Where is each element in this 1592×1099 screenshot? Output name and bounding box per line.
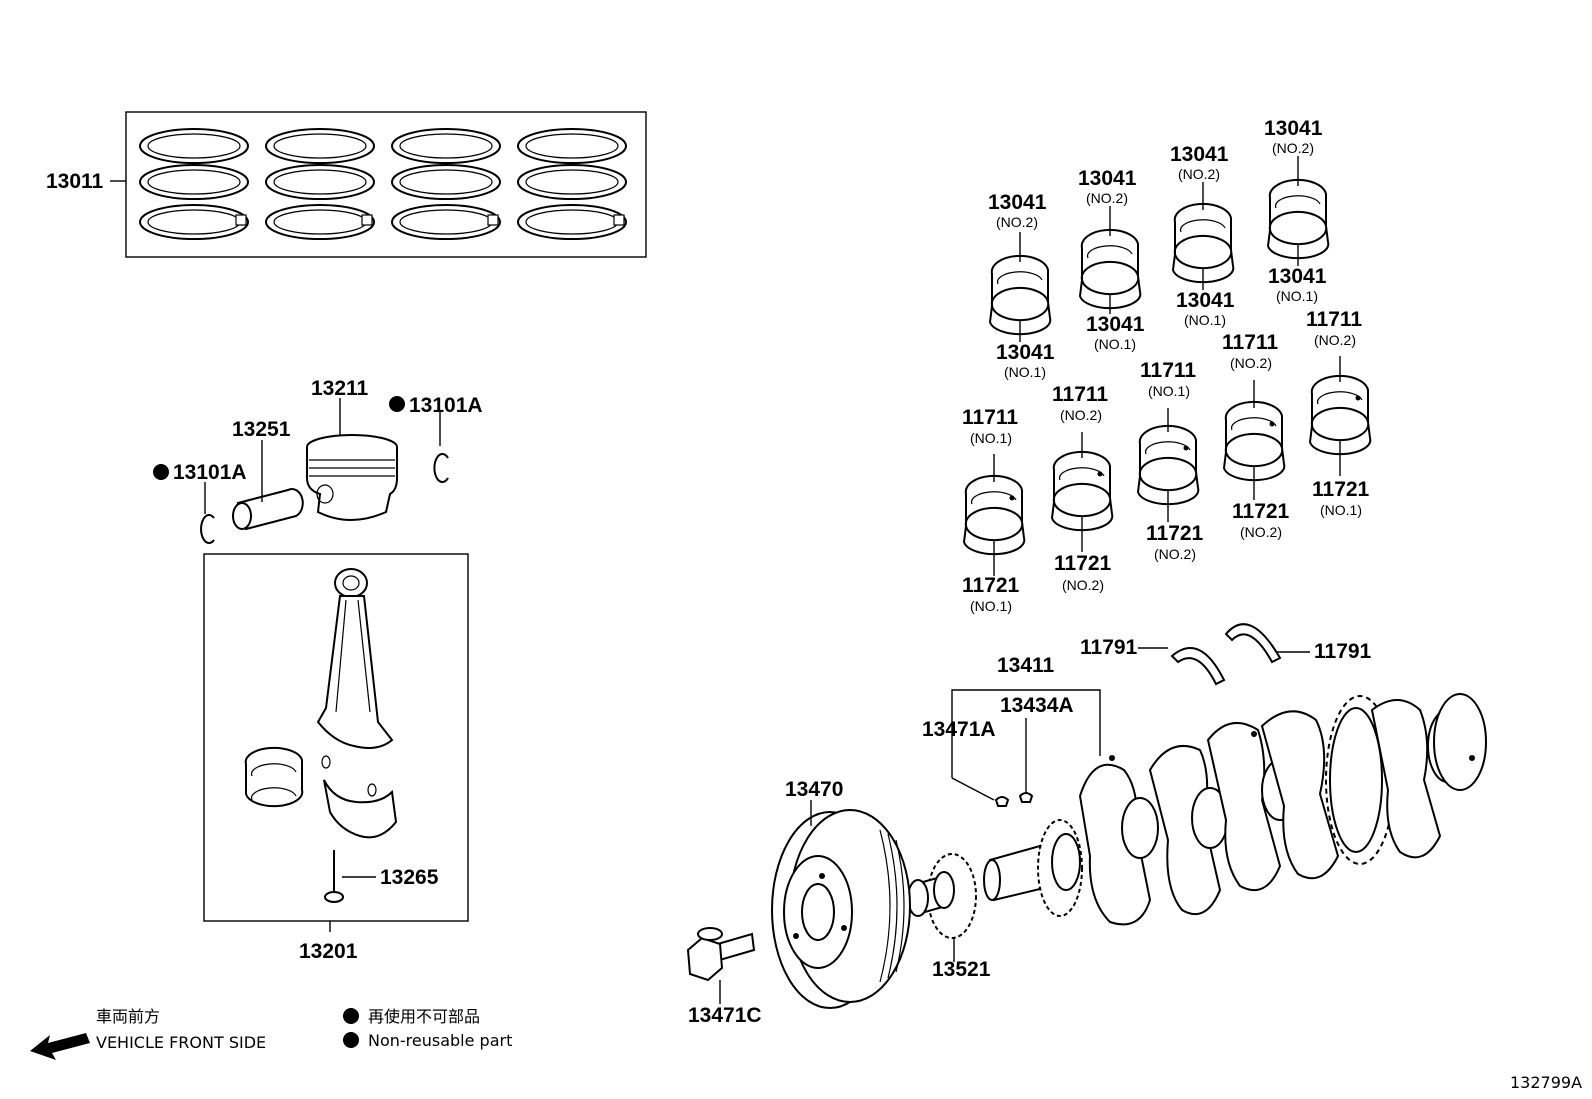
crankshaft[interactable] [983, 693, 1487, 926]
mb3-bottom-sub: (NO.2) [1154, 546, 1196, 562]
mb4-bottom: 11721 [1232, 500, 1290, 523]
label-conrod-assy: 13201 [299, 940, 358, 963]
rb1-top: 13041 [988, 191, 1047, 214]
legend-front-en: VEHICLE FRONT SIDE [96, 1033, 266, 1052]
conrod-bearing[interactable] [244, 746, 304, 808]
label-snap-ring-right: 13101A [409, 394, 483, 417]
piston-pin[interactable] [232, 488, 304, 531]
mb5-bottom: 11721 [1312, 478, 1370, 501]
main-bearing-3[interactable] [1137, 424, 1200, 506]
rb3-top-sub: (NO.2) [1178, 166, 1220, 182]
nonreusable-dot-right [389, 396, 405, 412]
legend-front-jp: 車両前方 [96, 1007, 160, 1026]
nonreusable-dot-left [153, 464, 169, 480]
label-snap-ring-left: 13101A [173, 461, 247, 484]
pulley-bolt[interactable] [686, 927, 756, 982]
mb3-top: 11711 [1140, 359, 1196, 382]
legend-nonreusable-jp: 再使用不可部品 [368, 1007, 480, 1026]
legend-dot-jp [343, 1008, 359, 1024]
mb4-top: 11711 [1222, 331, 1278, 354]
mb1-top-sub: (NO.1) [970, 430, 1012, 446]
rb4-top: 13041 [1264, 117, 1323, 140]
main-bearing-4[interactable] [1223, 400, 1286, 482]
mb2-top: 11711 [1052, 383, 1108, 406]
mb2-bottom: 11721 [1054, 552, 1112, 575]
label-piston: 13211 [311, 377, 369, 400]
label-thrust-left: 11791 [1080, 636, 1138, 659]
mb2-top-sub: (NO.2) [1060, 407, 1102, 423]
label-thrust-right: 11791 [1314, 640, 1372, 663]
label-ring-set: 13011 [46, 170, 104, 193]
rb3-bottom-sub: (NO.1) [1184, 312, 1226, 328]
rb4-bottom-sub: (NO.1) [1276, 288, 1318, 304]
diagram-id: 132799A [1510, 1073, 1582, 1092]
rb4-top-sub: (NO.2) [1272, 140, 1314, 156]
mb3-top-sub: (NO.1) [1148, 383, 1190, 399]
legend-nonreusable-en: Non-reusable part [368, 1031, 512, 1050]
label-rod-bolt: 13265 [380, 866, 439, 889]
main-bearing-5[interactable] [1309, 374, 1372, 456]
mb5-top-sub: (NO.2) [1314, 332, 1356, 348]
rb2-top: 13041 [1078, 167, 1137, 190]
main-bearing-2[interactable] [1051, 450, 1114, 532]
thrust-washer-right[interactable] [1224, 623, 1282, 664]
main-bearing-1[interactable] [963, 474, 1026, 556]
rb2-top-sub: (NO.2) [1086, 190, 1128, 206]
legend-dot-en [343, 1032, 359, 1048]
crankshaft-pulley[interactable] [771, 809, 911, 1009]
connecting-rod[interactable] [316, 568, 398, 839]
piston[interactable] [306, 434, 398, 521]
crankshaft-timing-sprocket[interactable] [907, 853, 977, 939]
piston-ring-set[interactable] [125, 111, 647, 258]
label-key-a: 13434A [1000, 694, 1074, 717]
rb1-top-sub: (NO.2) [996, 214, 1038, 230]
conrod-bolt[interactable] [324, 850, 344, 903]
thrust-washer-left[interactable] [1170, 647, 1226, 686]
rb3-top: 13041 [1170, 143, 1229, 166]
mb5-bottom-sub: (NO.1) [1320, 502, 1362, 518]
snap-ring-right[interactable] [433, 453, 449, 483]
mb2-bottom-sub: (NO.2) [1062, 577, 1104, 593]
mb3-bottom: 11721 [1146, 522, 1204, 545]
mb1-top: 11711 [962, 406, 1018, 429]
rb2-bottom: 13041 [1086, 313, 1145, 336]
vehicle-front-arrow [30, 1033, 90, 1060]
mb5-top: 11711 [1306, 308, 1362, 331]
label-piston-pin: 13251 [232, 418, 291, 441]
mb4-bottom-sub: (NO.2) [1240, 524, 1282, 540]
mb4-top-sub: (NO.2) [1230, 355, 1272, 371]
rb1-bottom: 13041 [996, 341, 1055, 364]
conrod-assembly-box [203, 553, 469, 922]
mb1-bottom-sub: (NO.1) [970, 598, 1012, 614]
label-key-b: 13471A [922, 718, 996, 741]
label-pulley: 13470 [785, 778, 843, 801]
rb3-bottom: 13041 [1176, 289, 1235, 312]
label-crankshaft: 13411 [997, 654, 1055, 677]
snap-ring-left[interactable] [200, 514, 215, 544]
rb1-bottom-sub: (NO.1) [1004, 364, 1046, 380]
rb2-bottom-sub: (NO.1) [1094, 336, 1136, 352]
label-crank-gear: 13521 [932, 958, 991, 981]
label-pulley-bolt: 13471C [688, 1004, 762, 1027]
mb1-bottom: 11721 [962, 574, 1020, 597]
rb4-bottom: 13041 [1268, 265, 1327, 288]
